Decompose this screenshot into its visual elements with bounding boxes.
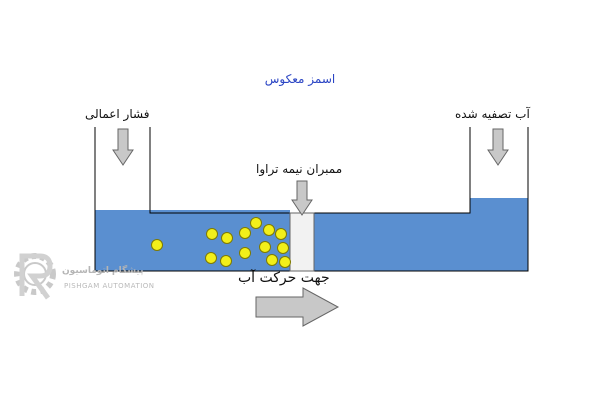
particle xyxy=(266,254,278,266)
membrane-label: ممبران نیمه تراوا xyxy=(256,162,343,176)
permeate-water-channel xyxy=(314,213,470,271)
particle xyxy=(220,255,232,267)
right-arrow-icon xyxy=(255,287,340,327)
particles xyxy=(151,217,291,268)
logo-name-fa: پیشگام اتوماسیون xyxy=(62,266,144,276)
gear-logo-icon xyxy=(14,253,56,300)
diagram-title: اسمز معکوس xyxy=(264,72,336,86)
particle xyxy=(221,232,233,244)
membrane xyxy=(289,212,315,272)
purified-water-label: آب تصفیه شده xyxy=(455,107,530,121)
logo-name-en: PISHGAM AUTOMATION xyxy=(64,282,155,290)
down-arrow-icon xyxy=(291,180,313,216)
flow-direction-label: جهت حرکت آب xyxy=(238,270,330,286)
down-arrow-icon xyxy=(112,128,134,166)
particle xyxy=(279,256,291,268)
applied-pressure-label: فشار اعمالی xyxy=(85,107,150,121)
feed-water xyxy=(95,210,290,271)
particle xyxy=(250,217,262,229)
particle xyxy=(259,241,271,253)
particle xyxy=(239,247,251,259)
particle xyxy=(239,227,251,239)
down-arrow-icon xyxy=(487,128,509,166)
particle xyxy=(205,252,217,264)
particle xyxy=(263,224,275,236)
particle xyxy=(206,228,218,240)
particle xyxy=(275,228,287,240)
particle xyxy=(277,242,289,254)
permeate-water-tank xyxy=(470,198,528,271)
particle xyxy=(151,239,163,251)
